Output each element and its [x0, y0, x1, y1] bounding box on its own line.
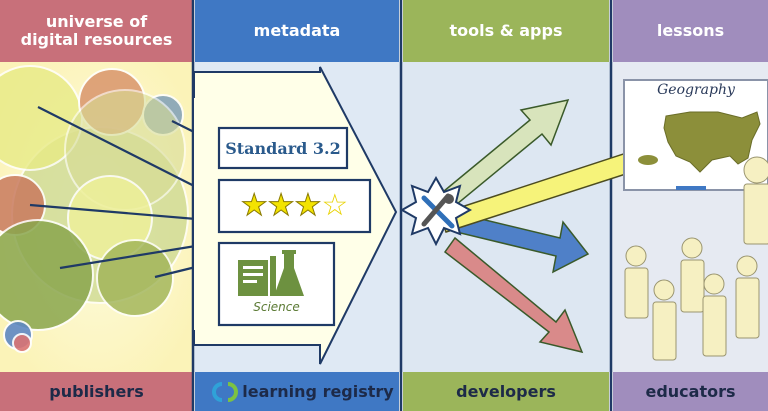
- science-icon: [238, 250, 304, 296]
- science-clipboard-line-2: [243, 273, 263, 276]
- alaska-shape: [638, 155, 658, 165]
- student-head-5: [736, 255, 758, 277]
- subject-card: [217, 241, 336, 327]
- subject-label: Science: [253, 300, 300, 314]
- registry-logo-right: [227, 382, 238, 402]
- star-1: ★: [240, 188, 268, 223]
- science-flask-rim: [282, 250, 296, 254]
- student-body-5: [735, 277, 760, 339]
- students-icon: [624, 156, 768, 361]
- metadata-arrow-inner: [194, 98, 200, 330]
- footer-educators: educators: [645, 382, 736, 401]
- registry-logo-left: [212, 382, 223, 402]
- geography-title: Geography: [657, 82, 735, 98]
- wrench-icon: [421, 193, 451, 227]
- registry-logo-icon: [212, 382, 238, 402]
- screwdriver-icon: [421, 195, 455, 229]
- science-clipboard: [238, 260, 268, 296]
- star-2: ★: [267, 188, 295, 223]
- tools-icon: [399, 175, 473, 247]
- student-body-4: [702, 295, 727, 357]
- student-body-2: [652, 301, 677, 361]
- header-tools: tools & apps: [449, 20, 563, 40]
- bubble-red-bottom: [12, 333, 32, 353]
- star-3: ★: [294, 188, 322, 223]
- header-publishers-line-1: universe of: [45, 11, 148, 31]
- science-tube: [270, 256, 276, 296]
- connector-3: [29, 203, 209, 222]
- footer-bar-lessons: [613, 372, 768, 411]
- footer-bar-tools: [403, 372, 609, 411]
- connector-1: [37, 106, 209, 194]
- rating-stars: ★ ★ ★ ☆: [219, 180, 370, 232]
- student-head-4: [703, 273, 725, 295]
- student-head-3: [681, 237, 703, 259]
- student-head-1: [625, 245, 647, 267]
- wrench-head: [444, 194, 454, 204]
- footer-bar-metadata: [195, 372, 399, 411]
- student-head-2: [653, 279, 675, 301]
- arrow-green: [436, 98, 570, 211]
- science-clipboard-line-3: [243, 280, 257, 283]
- header-bar-publishers: [0, 0, 193, 62]
- us-map-icon: [663, 111, 761, 173]
- header-bar-lessons: [613, 0, 768, 62]
- header-bar-metadata: [195, 0, 399, 62]
- star-4: ☆: [321, 188, 349, 223]
- header-lessons: lessons: [656, 20, 725, 40]
- bubble-green: [0, 219, 94, 331]
- rating-card: [217, 178, 372, 234]
- header-bar-tools: [403, 0, 609, 62]
- arrow-blue: [447, 211, 590, 274]
- standard-label: Standard 3.2: [225, 138, 341, 158]
- resource-bubbles: [0, 65, 189, 353]
- footer-developers: developers: [456, 382, 556, 401]
- science-clipboard-line-1: [243, 266, 263, 269]
- footer-publishers: publishers: [49, 382, 144, 401]
- header-publishers-line-2: digital resources: [20, 30, 173, 49]
- student-body-3: [680, 259, 705, 313]
- science-flask: [274, 253, 304, 296]
- footer-learning-registry: learning registry: [242, 382, 394, 401]
- footer-bar-publishers: [0, 372, 193, 411]
- teacher-head: [743, 156, 768, 184]
- board-tray: [676, 186, 706, 190]
- header-metadata: metadata: [253, 20, 341, 40]
- standard-card: [217, 126, 349, 170]
- connector-4: [59, 242, 209, 270]
- teacher-body: [743, 183, 768, 245]
- student-body-1: [624, 267, 649, 319]
- arrow-red: [443, 236, 584, 354]
